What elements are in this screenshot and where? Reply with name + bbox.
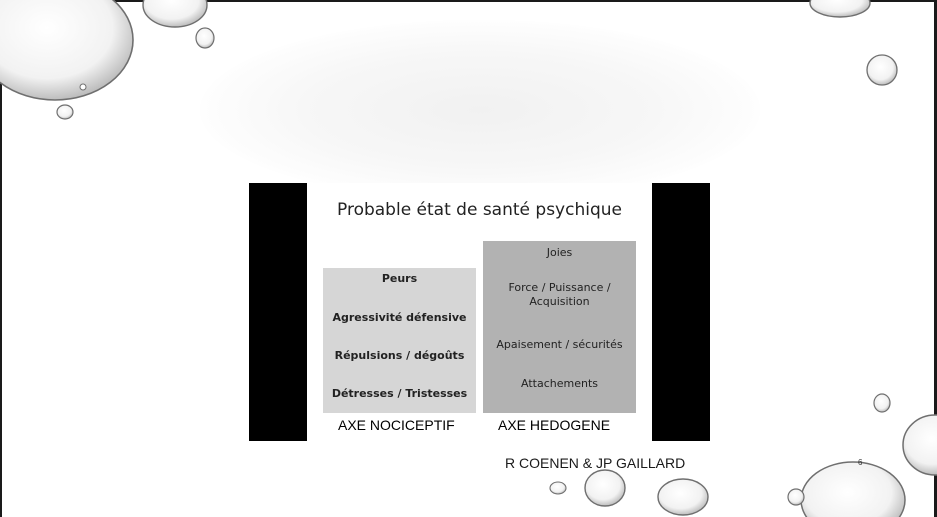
slide-frame-right: [934, 0, 937, 517]
nociceptive-item: Répulsions / dégoûts: [334, 349, 465, 362]
drop-bottom-center-large: [584, 469, 626, 507]
black-bar-left: [249, 183, 307, 441]
diagram-picture: Probable état de santé psychique Peurs A…: [307, 183, 652, 441]
picture-title: Probable état de santé psychique: [337, 200, 622, 220]
slide-frame-top: [0, 0, 937, 2]
drop-top-left-large: [0, 0, 134, 101]
axis-label-hedogene: AXE HEDOGENE: [498, 417, 611, 433]
page-number: 6: [858, 458, 863, 467]
drop-top-right: [809, 0, 871, 18]
slide-frame-left: [0, 0, 2, 517]
nociceptive-item: Détresses / Tristesses: [331, 387, 468, 400]
drop-bottom-right-large: [902, 414, 937, 476]
hedogene-item: Attachements: [521, 377, 598, 390]
hedogene-item: Apaisement / sécurités: [496, 338, 623, 351]
drop-bottom-right-xlarge: [800, 461, 906, 517]
author-credit: R COENEN & JP GAILLARD: [505, 455, 686, 471]
hedogene-item: Force / Puissance / Acquisition: [508, 281, 611, 308]
drop-bottom-right-small: [787, 488, 805, 506]
nociceptive-item: Agressivité défensive: [332, 311, 467, 324]
background-glow: [200, 20, 760, 200]
drop-right-medium: [866, 54, 898, 86]
drop-top-small: [195, 27, 215, 49]
nociceptive-box: Peurs Agressivité défensive Répulsions /…: [323, 268, 476, 413]
drop-right-small: [873, 393, 891, 413]
drop-left-small: [56, 104, 74, 120]
drop-bottom-center-small: [549, 481, 567, 495]
black-bar-right: [652, 183, 710, 441]
drop-bottom-center-medium: [657, 478, 709, 516]
hedogene-item: Joies: [546, 246, 573, 259]
nociceptive-item: Peurs: [381, 272, 418, 285]
drop-top-left-medium: [142, 0, 208, 28]
axis-label-nociceptif: AXE NOCICEPTIF: [338, 417, 455, 433]
hedogene-box: Joies Force / Puissance / Acquisition Ap…: [483, 241, 636, 413]
drop-left-tiny: [79, 83, 87, 91]
